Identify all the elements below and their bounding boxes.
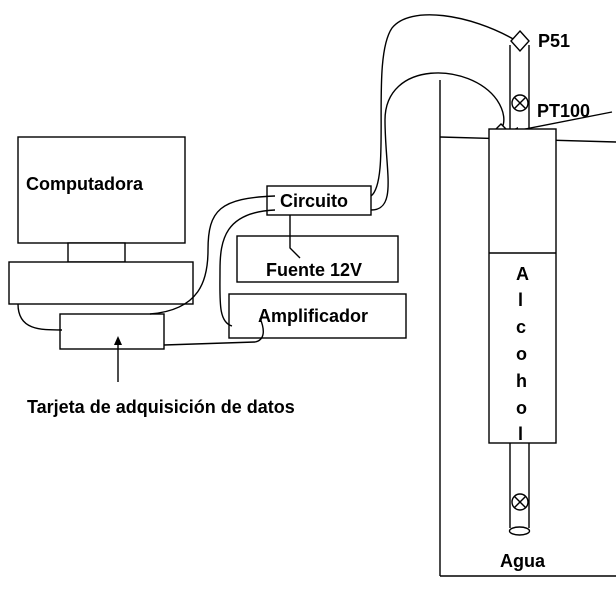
computer-label: Computadora	[26, 174, 144, 194]
amplifier-label: Amplificador	[258, 306, 368, 326]
circuit-box	[266, 185, 372, 216]
wire-daq-circuit	[149, 195, 276, 315]
wire-circuit-p51	[370, 14, 516, 197]
daq-card-box	[59, 313, 165, 350]
pt100-label: PT100	[537, 101, 590, 121]
apparatus: P51 PT100 A l c o h o l	[439, 29, 616, 577]
p51-sensor-symbol	[510, 29, 530, 53]
upper-valve-icon	[511, 94, 529, 112]
alcohol-column	[488, 128, 557, 444]
p51-label: P51	[538, 31, 570, 51]
computer-monitor	[17, 136, 186, 244]
electronics: Circuito Fuente 12V Amplificador	[228, 185, 407, 339]
alcohol-letter: h	[516, 371, 527, 391]
amplifier-box	[228, 293, 407, 339]
circuit-label: Circuito	[280, 191, 348, 211]
daq-card-arrowhead	[114, 336, 122, 345]
alcohol-letter: c	[516, 317, 526, 337]
daq-card: Tarjeta de adquisición de datos	[27, 313, 295, 417]
power-supply-label: Fuente 12V	[266, 260, 362, 280]
wire-circuit-amplifier	[219, 209, 276, 327]
alcohol-letter: o	[516, 344, 527, 364]
lower-valve-icon	[511, 493, 529, 511]
wire-daq-amplifier	[163, 317, 264, 346]
computer-base	[8, 261, 194, 305]
wire-computer-daq	[17, 303, 63, 331]
wire-circuit-power	[289, 215, 301, 259]
water-label: Agua	[500, 551, 546, 571]
computer: Computadora	[8, 136, 194, 305]
wiring	[17, 14, 516, 346]
daq-card-label: Tarjeta de adquisición de datos	[27, 397, 295, 417]
alcohol-letter: l	[518, 424, 523, 444]
tube-opening	[508, 526, 531, 536]
alcohol-letter: A	[516, 264, 529, 284]
alcohol-letter: o	[516, 398, 527, 418]
alcohol-label: A l c o h o l	[516, 264, 529, 444]
wire-circuit-pt100	[370, 72, 505, 211]
computer-stand	[67, 242, 126, 263]
power-supply-box	[236, 235, 399, 283]
alcohol-letter: l	[518, 290, 523, 310]
